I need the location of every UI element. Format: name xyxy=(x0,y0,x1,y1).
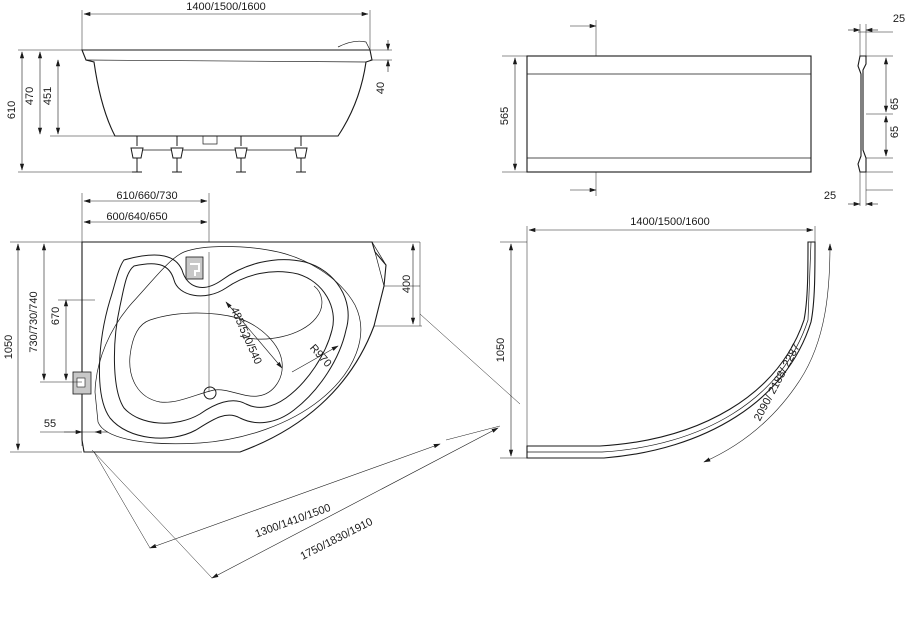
side-depth-label: 730/730/740 xyxy=(28,291,40,352)
bathtub-legs xyxy=(130,135,308,173)
panel-height-label: 565 xyxy=(499,107,511,125)
arc-length-label: 2090/ 2188/ 2287 xyxy=(752,342,803,423)
profile-upper-label: 65 xyxy=(889,98,901,110)
mixer-icon xyxy=(185,256,204,280)
profile-top-label: 25 xyxy=(893,13,905,25)
profile-lower-label: 65 xyxy=(889,126,901,138)
panel-profile-view: 25 65 65 25 xyxy=(824,13,905,207)
rim-thickness-label: 40 xyxy=(375,82,387,94)
panel-profile-shape xyxy=(857,55,867,173)
corner-height-label: 400 xyxy=(401,275,413,293)
side-view: 1400/1500/1600 610 470 451 40 xyxy=(6,1,392,173)
total-height-label: 610 xyxy=(6,101,18,119)
front-panel-rect xyxy=(526,55,812,173)
outer-diagonal-label: 1750/1830/1910 xyxy=(298,516,374,563)
plan-depth-label: 1050 xyxy=(3,335,15,359)
overflow-icon xyxy=(72,371,92,395)
plan-view: 610/660/730 600/640/650 1050 730/730/740… xyxy=(3,190,521,579)
profile-bottom-label: 25 xyxy=(824,190,836,202)
basin-inner xyxy=(113,263,334,424)
basin-outer xyxy=(99,254,349,439)
curved-panel-view: 1400/1500/1600 1050 2090/ 2188/ 2287 xyxy=(495,216,833,463)
rim-height-label: 470 xyxy=(24,87,36,105)
curved-width-label: 1400/1500/1600 xyxy=(630,216,710,228)
inner-height-label: 451 xyxy=(42,87,54,105)
curved-depth-label: 1050 xyxy=(495,338,507,362)
front-panel-view: 565 xyxy=(499,20,812,196)
outer-width-label: 610/660/730 xyxy=(116,190,177,202)
inner-width-label: 600/640/650 xyxy=(106,211,167,223)
side-width-label: 1400/1500/1600 xyxy=(186,1,266,13)
basin-depth-label: 670 xyxy=(50,307,62,325)
bathtub-side-body xyxy=(81,49,373,137)
drain-icon xyxy=(203,386,217,400)
drain-offset-label: 55 xyxy=(44,418,56,430)
curved-panel-shape xyxy=(526,241,816,459)
